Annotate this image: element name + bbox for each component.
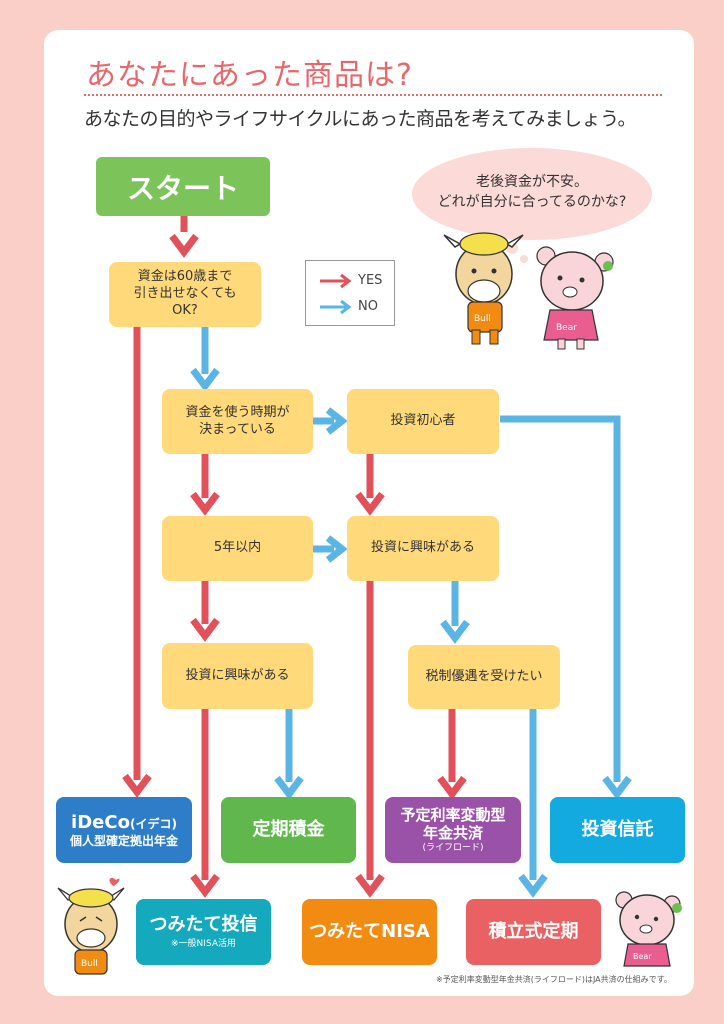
tsumitate-nisa-label: つみたてNISA — [309, 921, 430, 943]
teiki-label: 定期積金 — [252, 819, 325, 841]
title-divider — [84, 94, 662, 96]
arrowhead-q1-ideco — [122, 773, 152, 798]
result-ideco: iDeCo(イデコ) 個人型確定拠出年金 — [56, 797, 192, 863]
kyosai-line1: 予定利率変動型 — [400, 806, 506, 825]
question-within-5-years: 5年以内 — [162, 516, 313, 581]
result-teiki-sekikin: 定期積金 — [221, 797, 356, 863]
arrowhead-q4-q6 — [190, 617, 220, 642]
arrowhead-q3-toushin — [602, 775, 632, 800]
legend-no: NO — [358, 299, 378, 314]
bull-character-top — [443, 232, 524, 345]
q6-label: 投資に興味がある — [185, 667, 290, 683]
question-usage-timing: 資金を使う時期が 決まっている — [162, 389, 313, 454]
result-toushi-shintaku: 投資信託 — [550, 797, 685, 863]
bear-label-top: Bear — [556, 323, 577, 333]
q2-line2: 決まっている — [199, 421, 276, 437]
bull-character-bottom — [57, 877, 125, 975]
question-tax-benefit: 税制優遇を受けたい — [408, 645, 560, 709]
ideco-sub: 個人型確定拠出年金 — [69, 833, 178, 848]
legend-yes: YES — [358, 273, 383, 288]
result-nenkin-kyosai: 予定利率変動型 年金共済 (ライフロード) — [385, 797, 521, 863]
arrowhead-q5-q7 — [440, 619, 470, 644]
bubble-line2: どれが自分に合ってるのかな? — [437, 194, 627, 211]
question-beginner: 投資初心者 — [347, 389, 499, 454]
sekiritsu-label: 積立式定期 — [488, 921, 579, 943]
q4-label: 5年以内 — [213, 540, 262, 556]
result-tsumitate-nisa: つみたてNISA — [302, 899, 437, 965]
start-label: スタート — [126, 171, 239, 205]
tsumitate-toushin-small: ※一般NISA活用 — [171, 938, 236, 949]
bear-character-top — [536, 246, 614, 350]
arrowhead-q6-teiki — [274, 775, 304, 800]
arrowhead-q7-kyosai — [437, 775, 467, 800]
q1-line3: OK? — [172, 302, 198, 318]
arrowhead-q3-q5 — [355, 491, 385, 516]
kyosai-line2: 年金共済 — [422, 824, 483, 843]
arrowhead-q5-nisa — [355, 873, 385, 898]
bull-label-bottom: Bull — [81, 959, 98, 969]
arrowhead-start-q1 — [169, 233, 199, 258]
legend: YES NO — [305, 260, 395, 326]
toushin-label: 投資信託 — [581, 819, 654, 841]
footnote: ※予定利率変動型年金共済(ライフロード)はJA共済の仕組みです。 — [436, 975, 672, 984]
q2-line1: 資金を使う時期が — [185, 404, 290, 420]
q7-label: 税制優遇を受けたい — [425, 668, 543, 684]
page-title: あなたにあった商品は? — [86, 58, 413, 93]
arrowhead-q7-sekiritsu — [518, 873, 548, 898]
q1-line1: 資金は60歳まで — [137, 269, 233, 285]
question-interest-investing-left: 投資に興味がある — [162, 643, 313, 709]
result-sekiritsu-teiki: 積立式定期 — [466, 899, 601, 965]
q1-line2: 引き出せなくても — [133, 286, 237, 302]
q5-label: 投資に興味がある — [370, 540, 475, 556]
arrowhead-q2-q3 — [325, 407, 348, 435]
kyosai-small: (ライフロード) — [422, 843, 484, 854]
arrowhead-q1-q2 — [190, 367, 220, 392]
page-subtitle: あなたの目的やライフサイクルにあった商品を考えてみましょう。 — [84, 108, 636, 130]
thought-bubble — [412, 148, 652, 240]
question-retirement-withdrawal: 資金は60歳まで 引き出せなくても OK? — [109, 262, 261, 327]
bubble-line1: 老後資金が不安。 — [476, 174, 588, 190]
arrowhead-q4-q5 — [325, 535, 348, 563]
legend-arrows — [320, 273, 352, 315]
q3-label: 投資初心者 — [390, 413, 456, 429]
bull-label-top: Bull — [474, 314, 491, 324]
result-tsumitate-toushin: つみたて投信 ※一般NISA活用 — [136, 899, 271, 965]
start-node: スタート — [96, 157, 270, 216]
thought-bubble-text: 老後資金が不安。 どれが自分に合ってるのかな? — [412, 172, 652, 213]
question-interest-investing-right: 投資に興味がある — [347, 516, 499, 581]
arrow-q3-toushin — [500, 415, 621, 782]
arrowhead-q2-q4 — [190, 491, 220, 516]
ideco-paren: (イデコ) — [129, 817, 177, 831]
bear-label-bottom: Bear — [633, 952, 652, 961]
arrowhead-q6-tsumitate — [190, 873, 220, 898]
tsumitate-toushin-main: つみたて投信 — [149, 914, 258, 936]
ideco-main: iDeCo — [71, 812, 130, 833]
bear-character-bottom — [615, 891, 682, 967]
